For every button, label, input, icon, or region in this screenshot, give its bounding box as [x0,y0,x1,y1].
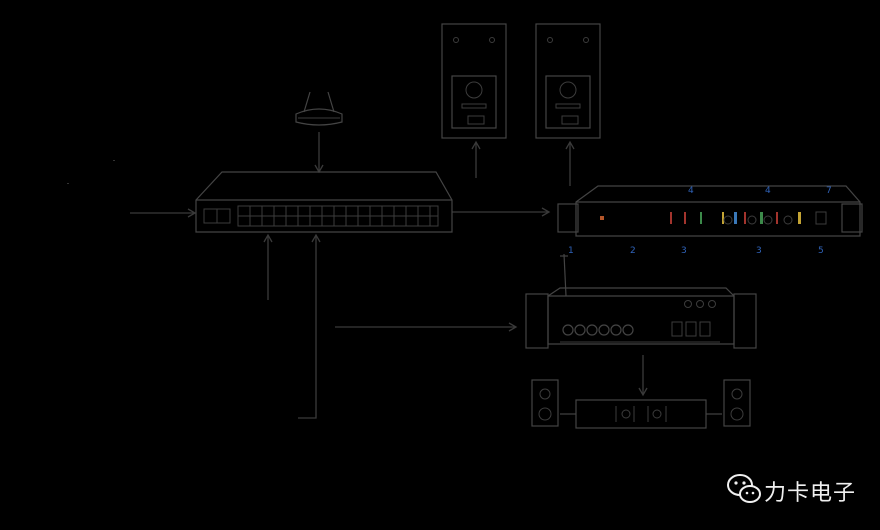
speaker-right-icon [723,379,751,427]
wall-panel-1-icon [441,23,507,139]
label-top-1: 4 [688,186,694,196]
arrow-bottom-to-switch [298,236,317,419]
watermark-text: 力卡电子 [764,481,857,506]
amplifier-icon [525,253,757,349]
label-bottom-5: 5 [818,246,824,256]
arrowhead-input [187,208,197,218]
arrowhead-panel2 [565,140,575,150]
arrowhead-processor [541,207,551,217]
label-bottom-4: 3 [756,246,762,256]
arrowhead-speakers [638,387,648,397]
connections [130,132,648,419]
router-icon [295,91,343,126]
arrowhead-up-right [311,233,321,243]
stray-mark-2 [67,183,69,184]
wall-panel-2-icon [535,23,601,139]
label-bottom-3: 3 [681,246,687,256]
callout-labels: 4 4 7 1 2 3 3 5 [568,186,832,256]
network-switch-icon [195,171,453,233]
audio-processor-icon [557,185,863,237]
wechat-icon [727,474,761,503]
mixer-icon [560,399,722,429]
label-top-2: 4 [765,186,771,196]
speaker-left-icon [531,379,559,427]
arrowhead-panel1 [471,140,481,150]
arrowhead-up-left [263,233,273,243]
label-top-3: 7 [826,186,832,196]
label-bottom-2: 2 [630,246,636,256]
label-bottom-1: 1 [568,246,574,256]
arrowhead-amplifier [508,322,518,332]
stray-mark-1 [113,160,115,161]
